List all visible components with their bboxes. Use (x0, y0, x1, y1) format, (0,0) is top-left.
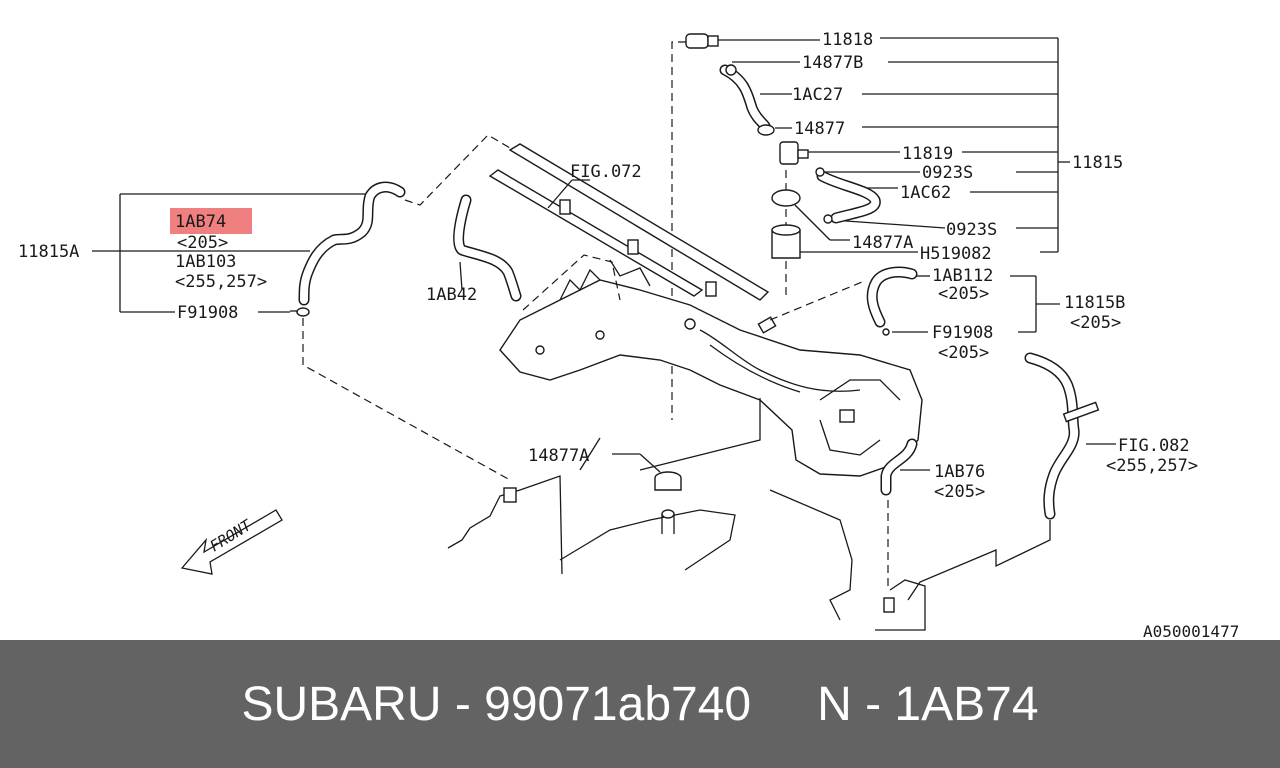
hose-fig082 (907, 352, 1116, 601)
label-1AB42: 1AB42 (426, 285, 477, 305)
dashed-guide-rail (404, 134, 511, 206)
label-fig082-sub: <255,257> (1106, 456, 1198, 476)
dashed-guide-left (302, 318, 511, 481)
label-1AB112-sub: <205> (938, 284, 989, 304)
dashed-guide-top (671, 41, 686, 420)
diagram-code: A050001477 (1143, 622, 1239, 640)
label-F91908-left: F91908 (177, 303, 238, 323)
label-1AB103: 1AB103 (175, 252, 236, 272)
label-1AC27: 1AC27 (792, 85, 843, 105)
label-14877B: 14877B (802, 53, 863, 73)
clamp-14877A (612, 453, 682, 534)
label-0923S-b: 0923S (946, 220, 997, 240)
highlight-1AB74 (170, 208, 252, 234)
label-1AB74: 1AB74 (175, 212, 226, 232)
label-11815A: 11815A (18, 242, 79, 262)
label-H519082: H519082 (920, 244, 992, 264)
footer-bar: SUBARU - 99071ab740 N - 1AB74 (0, 640, 1280, 768)
label-14877A-bottom: 14877A (528, 446, 589, 466)
leaders-top (712, 39, 946, 253)
label-11815: 11815 (1072, 153, 1123, 173)
bracket-11815B (1010, 275, 1060, 333)
hose-1AB42 (453, 194, 522, 302)
label-11818: 11818 (822, 30, 873, 50)
engine-outline (447, 398, 926, 631)
label-fig072: FIG.072 (570, 162, 642, 182)
label-11815B-sub: <205> (1070, 313, 1121, 333)
hose-1AB74 (290, 181, 406, 317)
label-11819: 11819 (902, 144, 953, 164)
label-11815B: 11815B (1064, 293, 1125, 313)
label-fig082: FIG.082 (1118, 436, 1190, 456)
label-14877: 14877 (794, 119, 845, 139)
label-1AB112: 1AB112 (932, 266, 993, 286)
footer-part-code: N - 1AB74 (817, 677, 1039, 731)
bracket-11815 (862, 37, 1070, 253)
label-1AB76-sub: <205> (934, 482, 985, 502)
hose-1AB112 (866, 266, 930, 336)
dashed-guide-manifold (522, 254, 621, 311)
label-F91908-right-sub: <205> (938, 343, 989, 363)
label-1AB103-sub: <255,257> (175, 272, 267, 292)
fuel-rail (488, 143, 770, 301)
label-1AB76: 1AB76 (934, 462, 985, 482)
label-1AB74-sub: <205> (177, 233, 228, 253)
label-14877A-top: 14877A (852, 233, 913, 253)
intake-manifold (499, 259, 923, 477)
footer-part-number: SUBARU - 99071ab740 (241, 677, 752, 731)
parts-diagram: 11818 14877B 1AC27 14877 11819 0923S 118… (18, 30, 1239, 640)
label-0923S-a: 0923S (922, 163, 973, 183)
front-arrow (180, 509, 283, 575)
dashed-guide-right (769, 281, 863, 321)
label-F91908-right: F91908 (932, 323, 993, 343)
label-1AC62: 1AC62 (900, 183, 951, 203)
pcv-hoses (685, 33, 881, 259)
bracket-11815A (92, 193, 365, 313)
hose-1AB76 (880, 438, 930, 590)
